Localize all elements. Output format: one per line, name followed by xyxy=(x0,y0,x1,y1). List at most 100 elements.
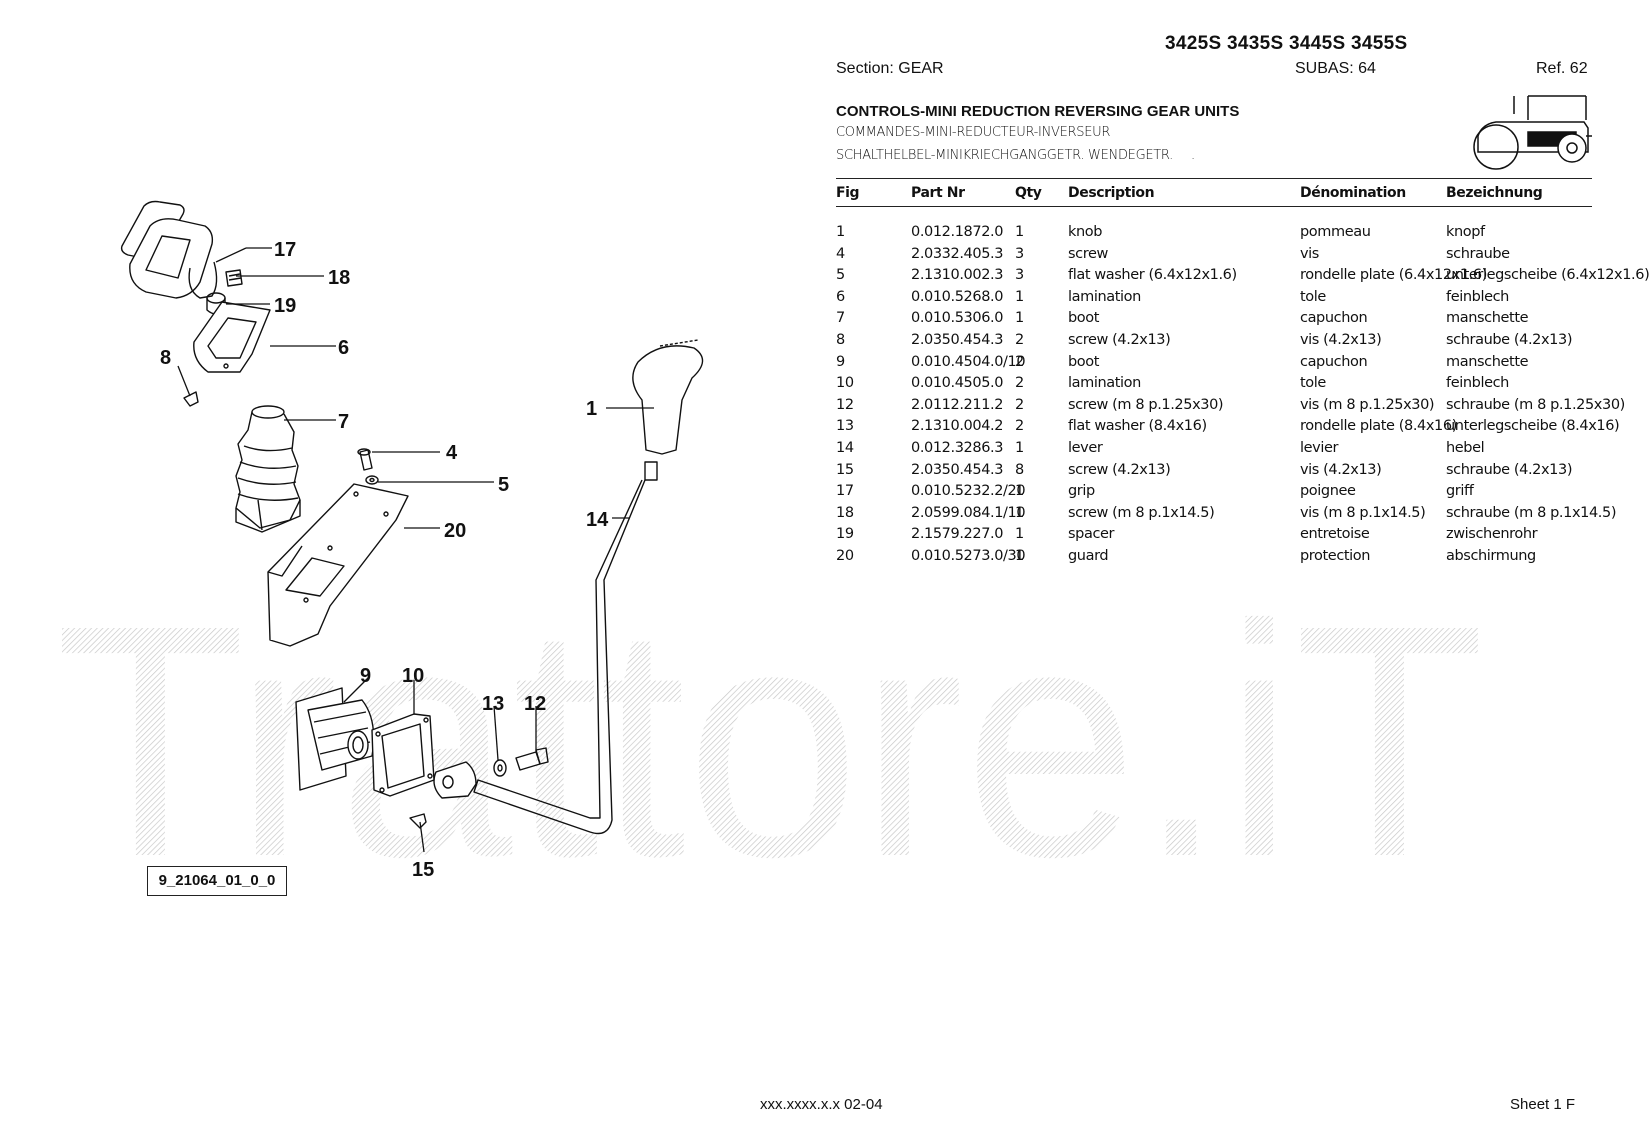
cell-fig: 13 xyxy=(836,418,854,435)
cell-fig: 14 xyxy=(836,439,854,456)
col-part-nr: Part Nr xyxy=(911,185,965,201)
guard-part xyxy=(267,483,409,647)
cell-part-nr: 2.0350.454.3 xyxy=(911,331,1004,348)
callout-8: 8 xyxy=(160,347,171,369)
screw-8-part xyxy=(183,391,199,407)
cell-denomination: tole xyxy=(1300,288,1326,305)
cell-part-nr: 2.1310.002.3 xyxy=(911,267,1004,284)
lever-part xyxy=(433,461,658,835)
section-label: Section: GEAR xyxy=(836,60,944,77)
callout-7: 7 xyxy=(338,411,349,433)
col-bezeichnung: Bezeichnung xyxy=(1446,185,1543,201)
cell-qty: 1 xyxy=(1015,547,1024,564)
cell-bezeichnung: hebel xyxy=(1446,439,1485,456)
cell-qty: 3 xyxy=(1015,245,1024,262)
cell-denomination: vis (4.2x13) xyxy=(1300,461,1382,478)
cell-description: screw xyxy=(1068,245,1108,262)
title-german: SCHALTHELBEL-MINIKRIECHGANGGETR. WENDEGE… xyxy=(836,148,1195,163)
col-fig: Fig xyxy=(836,185,860,201)
cell-description: screw (4.2x13) xyxy=(1068,331,1171,348)
title-french: COMMANDES-MINI-REDUCTEUR-INVERSEUR xyxy=(836,125,1111,140)
cell-denomination: rondelle plate (8.4x16) xyxy=(1300,418,1457,435)
cell-description: boot xyxy=(1068,353,1100,370)
cell-denomination: levier xyxy=(1300,439,1339,456)
cell-qty: 8 xyxy=(1015,461,1024,478)
header-rule-bottom xyxy=(836,206,1592,207)
cell-part-nr: 0.010.5306.0 xyxy=(911,310,1004,327)
cell-bezeichnung: manschette xyxy=(1446,310,1529,327)
washer-13-part xyxy=(493,759,507,777)
grip-part xyxy=(120,200,218,299)
cell-description: lever xyxy=(1068,439,1103,456)
cell-fig: 9 xyxy=(836,353,845,370)
cell-fig: 1 xyxy=(836,224,845,240)
cell-part-nr: 0.010.5273.0/30 xyxy=(911,547,1026,564)
boot-9-part xyxy=(295,687,375,791)
callout-15: 15 xyxy=(412,859,434,881)
cell-fig: 12 xyxy=(836,396,854,413)
cell-part-nr: 0.012.3286.3 xyxy=(911,439,1004,456)
cell-bezeichnung: unterlegscheibe (8.4x16) xyxy=(1446,418,1620,435)
cell-part-nr: 0.010.4504.0/10 xyxy=(911,353,1026,370)
lamination-6-part xyxy=(193,301,271,373)
sheet-label: Sheet 1 F xyxy=(1510,1096,1576,1113)
cell-qty: 1 xyxy=(1015,224,1024,240)
cell-bezeichnung: schraube (4.2x13) xyxy=(1446,331,1573,348)
title-english: CONTROLS-MINI REDUCTION REVERSING GEAR U… xyxy=(836,103,1240,120)
cell-denomination: rondelle plate (6.4x12x1.6) xyxy=(1300,267,1487,284)
leader-lines xyxy=(177,247,654,853)
cell-bezeichnung: knopf xyxy=(1446,224,1485,240)
callout-18: 18 xyxy=(328,267,350,289)
cell-fig: 8 xyxy=(836,331,845,348)
callout-1: 1 xyxy=(586,398,597,420)
cell-part-nr: 0.010.5232.2/20 xyxy=(911,483,1026,500)
cell-bezeichnung: feinblech xyxy=(1446,375,1509,392)
cell-fig: 17 xyxy=(836,483,854,500)
cell-description: screw (m 8 p.1.25x30) xyxy=(1068,396,1224,413)
cell-qty: 1 xyxy=(1015,483,1024,500)
cell-part-nr: 0.012.1872.0 xyxy=(911,224,1004,240)
cell-part-nr: 2.0332.405.3 xyxy=(911,245,1004,262)
cell-part-nr: 2.0599.084.1/10 xyxy=(911,504,1026,521)
ref-label: Ref. 62 xyxy=(1536,60,1588,77)
title-german-suffix: . xyxy=(1191,148,1195,163)
cell-qty: 2 xyxy=(1015,331,1024,348)
boot-7-part xyxy=(235,405,301,533)
cell-fig: 19 xyxy=(836,526,854,543)
lamination-10-part xyxy=(371,713,435,797)
cell-denomination: capuchon xyxy=(1300,353,1368,370)
screw-18-part xyxy=(225,269,243,287)
cell-qty: 2 xyxy=(1015,396,1024,413)
cell-part-nr: 0.010.5268.0 xyxy=(911,288,1004,305)
cell-bezeichnung: griff xyxy=(1446,483,1474,500)
cell-description: flat washer (8.4x16) xyxy=(1068,418,1207,435)
cell-description: guard xyxy=(1068,547,1109,564)
cell-description: boot xyxy=(1068,310,1100,327)
knob-part xyxy=(632,339,704,455)
tractor-icon xyxy=(1473,95,1592,170)
callout-20: 20 xyxy=(444,520,466,542)
cell-description: lamination xyxy=(1068,288,1141,305)
cell-qty: 1 xyxy=(1015,288,1024,305)
cell-fig: 15 xyxy=(836,461,854,478)
cell-fig: 7 xyxy=(836,310,845,327)
cell-description: flat washer (6.4x12x1.6) xyxy=(1068,267,1237,284)
callout-14: 14 xyxy=(586,509,609,531)
cell-denomination: entretoise xyxy=(1300,526,1370,543)
exploded-diagram: 17 18 19 6 8 7 4 5 20 1 14 9 10 13 12 15 xyxy=(120,200,704,881)
col-denomination: Dénomination xyxy=(1300,185,1406,201)
cell-fig: 5 xyxy=(836,267,845,284)
